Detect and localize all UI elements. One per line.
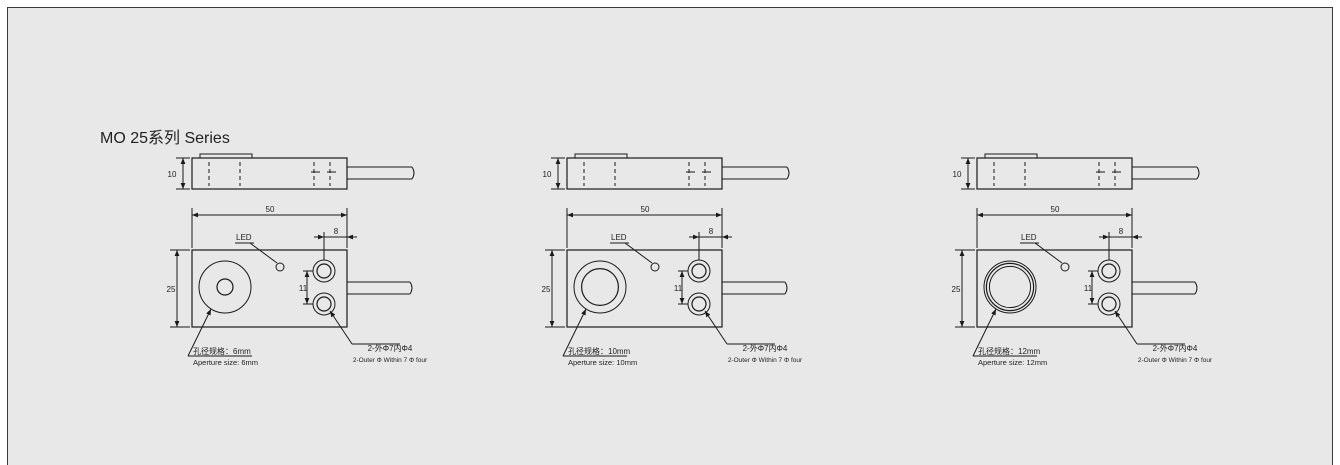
- aperture-label-en: Aperture size: 10mm: [568, 358, 637, 367]
- mount-hole-outer: [687, 259, 711, 283]
- cable-end: [411, 166, 415, 180]
- side-tab: [199, 153, 253, 159]
- led-label: LED: [1021, 233, 1037, 242]
- mount-hole-outer: [1097, 292, 1121, 316]
- dim-height: 25: [167, 285, 176, 294]
- dim-spacing: 11: [299, 284, 308, 293]
- mount-hole-inner: [1101, 296, 1117, 312]
- dim-length: 50: [1051, 205, 1060, 214]
- dim-height-side: 10: [543, 170, 552, 179]
- dim-height-side: 10: [953, 170, 962, 179]
- side-tab: [984, 153, 1038, 159]
- dim-height: 25: [542, 285, 551, 294]
- cable-end: [409, 281, 413, 295]
- led-label: LED: [611, 233, 627, 242]
- cable-end: [786, 166, 790, 180]
- side-view: 10: [168, 153, 415, 190]
- led-indicator: [650, 262, 660, 272]
- mount-hole-inner: [316, 296, 332, 312]
- mount-hole-outer: [687, 292, 711, 316]
- dim-length: 50: [641, 205, 650, 214]
- holes-label-cn: 2-外Φ7内Φ4: [368, 343, 413, 353]
- holes-label-en: 2-Outer Φ Within 7 Φ four: [728, 357, 803, 364]
- leader-line: [562, 308, 587, 357]
- side-body: [976, 157, 1133, 190]
- leader-line: [1114, 310, 1138, 345]
- holes-label-cn: 2-外Φ7内Φ4: [743, 343, 788, 353]
- dim-spacing: 11: [674, 284, 683, 293]
- front-body: [566, 249, 723, 328]
- aperture-outer: [983, 260, 1037, 314]
- dim-offset: 8: [709, 227, 714, 236]
- aperture-outer: [573, 260, 627, 314]
- aperture-label-cn: 孔径规格：12mm: [978, 346, 1041, 356]
- aperture-inner: [581, 268, 620, 307]
- mount-hole-inner: [316, 263, 332, 279]
- aperture-label-cn: 孔径规格：6mm: [193, 346, 251, 356]
- diagram-frame: [7, 7, 1333, 465]
- side-body: [191, 157, 348, 190]
- mount-hole-inner: [691, 263, 707, 279]
- leader-line: [249, 242, 278, 264]
- side-view: 10: [953, 153, 1200, 190]
- led-indicator: [1060, 262, 1070, 272]
- holes-label-cn: 2-外Φ7内Φ4: [1153, 343, 1198, 353]
- leader-line: [187, 308, 212, 357]
- dim-height: 25: [952, 285, 961, 294]
- holes-label-en: 2-Outer Φ Within 7 Φ four: [353, 357, 428, 364]
- aperture-outer: [198, 260, 252, 314]
- mount-hole-outer: [312, 292, 336, 316]
- mount-hole-inner: [691, 296, 707, 312]
- holes-label-en: 2-Outer Φ Within 7 Φ four: [1138, 357, 1213, 364]
- dim-height-side: 10: [168, 170, 177, 179]
- front-body: [191, 249, 348, 328]
- dim-length: 50: [266, 205, 275, 214]
- series-title: MO 25系列 Series: [100, 130, 230, 147]
- aperture-label-cn: 孔径规格：10mm: [568, 346, 631, 356]
- dim-offset: 8: [1119, 227, 1124, 236]
- dim-spacing: 11: [1084, 284, 1093, 293]
- dim-offset: 8: [334, 227, 339, 236]
- aperture-label-en: Aperture size: 6mm: [193, 358, 258, 367]
- side-view: 10: [543, 153, 790, 190]
- leader-line: [1034, 242, 1063, 264]
- cable-end: [1196, 166, 1200, 180]
- front-body: [976, 249, 1133, 328]
- leader-line: [972, 308, 997, 357]
- led-indicator: [275, 262, 285, 272]
- mount-hole-inner: [1101, 263, 1117, 279]
- aperture-inner: [216, 278, 234, 296]
- leader-line: [704, 310, 728, 345]
- leader-line: [329, 310, 353, 345]
- side-body: [566, 157, 723, 190]
- cable-end: [784, 281, 788, 295]
- leader-line: [624, 242, 653, 264]
- aperture-inner: [985, 262, 1035, 312]
- aperture-inner-ring: [988, 265, 1032, 309]
- cable-end: [1194, 281, 1198, 295]
- side-tab: [574, 153, 628, 159]
- mount-hole-outer: [1097, 259, 1121, 283]
- aperture-label-en: Aperture size: 12mm: [978, 358, 1047, 367]
- led-label: LED: [236, 233, 252, 242]
- mount-hole-outer: [312, 259, 336, 283]
